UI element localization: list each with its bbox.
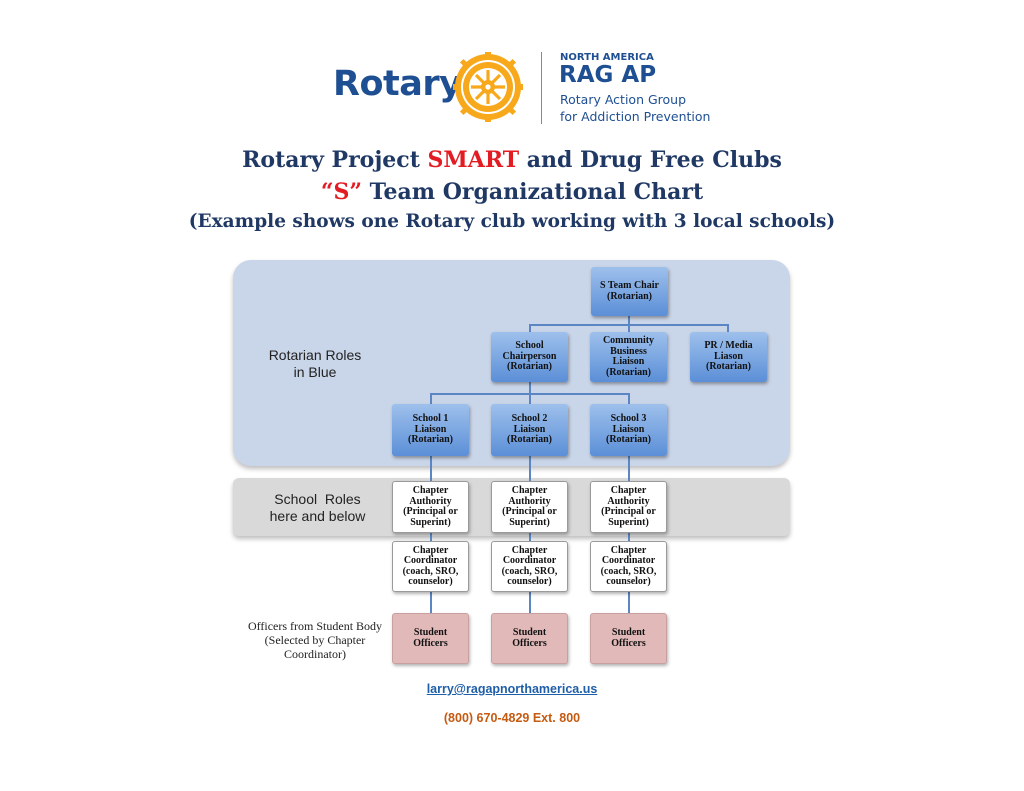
title-highlight-smart: SMART <box>427 147 520 173</box>
connector-to-community <box>628 324 630 332</box>
rag-description-line-2: for Addiction Prevention <box>560 109 711 124</box>
title-line-2: “S” Team Organizational Chart <box>320 179 704 205</box>
title-highlight-s: “S” <box>320 179 363 205</box>
connector-chair-down <box>628 316 630 325</box>
title-line-1: Rotary Project SMART and Drug Free Clubs <box>242 147 782 173</box>
logo-divider <box>541 52 542 124</box>
rag-description-line-1: Rotary Action Group <box>560 92 687 107</box>
connector-to-liaison-2 <box>529 393 531 404</box>
rag-name: RAG AP <box>559 62 657 88</box>
rotary-wordmark: Rotary <box>333 64 462 104</box>
connector-school-chair-down <box>529 382 531 394</box>
connector-to-pr <box>727 324 729 332</box>
rag-region-label: NORTH AMERICA <box>560 52 654 63</box>
contact-email-link[interactable]: larry@ragapnorthamerica.us <box>426 682 598 696</box>
s-team-chair-box: S Team Chair(Rotarian) <box>591 267 668 316</box>
connector-to-liaison-1 <box>430 393 432 404</box>
connector-school3-chain <box>628 456 630 616</box>
connector-to-school-chair <box>529 324 531 332</box>
contact-phone: (800) 670-4829 Ext. 800 <box>443 711 581 725</box>
connector-school1-chain <box>430 456 432 616</box>
connector-school2-chain <box>529 456 531 616</box>
connector-to-liaison-3 <box>628 393 630 404</box>
subtitle: (Example shows one Rotary club working w… <box>188 211 836 232</box>
officers-label: Officers from Student Body(Selected by C… <box>247 619 383 661</box>
rotary-wheel-logo <box>453 52 523 122</box>
